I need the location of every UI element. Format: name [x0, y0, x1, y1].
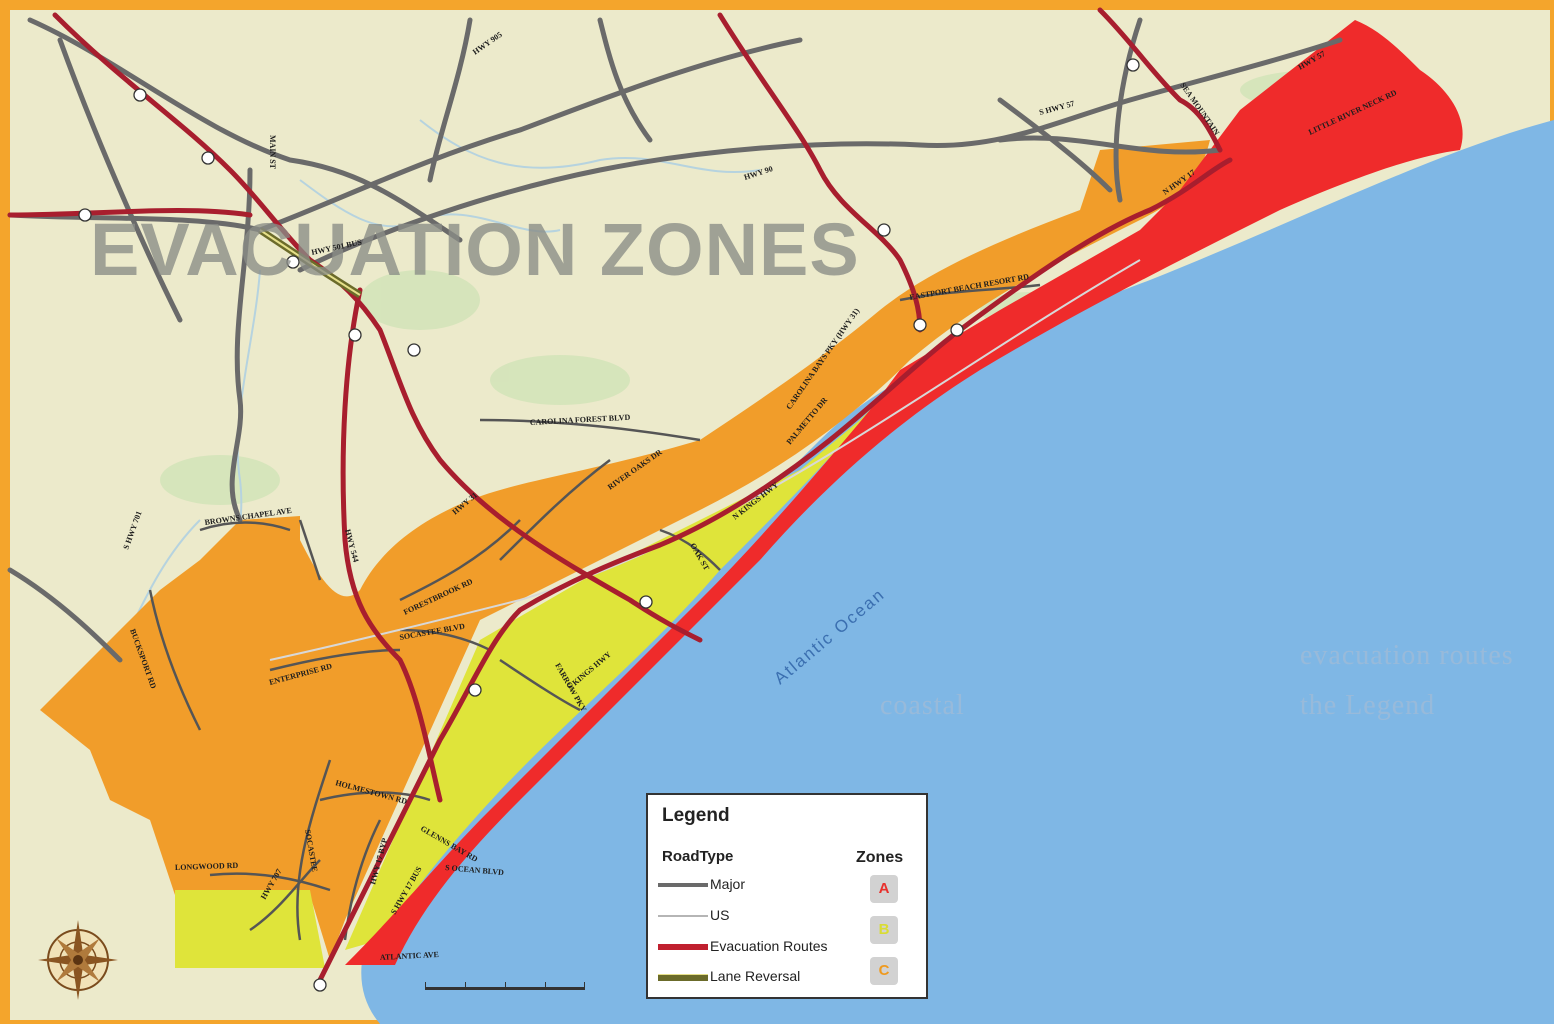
legend-zone-c: C: [870, 957, 898, 985]
road-label: MAIN ST: [268, 135, 277, 170]
lane-reversal-route: [258, 227, 362, 298]
evacuation-routes: [7, 7, 1233, 983]
legend-roadtype-heading: RoadType: [662, 848, 734, 865]
major-roads: [7, 17, 1343, 663]
legend-zones-heading: Zones: [856, 849, 904, 866]
ghost-text: evacuation routes: [1300, 640, 1514, 671]
compass-rose-icon: [38, 920, 118, 1000]
scale-bar: [425, 982, 585, 990]
legend-item-label: Evacuation Routes: [710, 938, 828, 954]
map-legend: Legend RoadType Zones Major US Evacuatio…: [646, 793, 928, 999]
legend-zone-b: B: [870, 916, 898, 944]
zone-b-area-coastal: [345, 400, 880, 950]
legend-title: Legend: [662, 805, 730, 826]
legend-item-label: Lane Reversal: [710, 968, 801, 984]
road-label: ATLANTIC AVE: [380, 950, 439, 962]
zone-a-area: [345, 20, 1463, 965]
legend-item-label: Major: [710, 876, 746, 892]
ghost-text: coastal: [880, 690, 965, 721]
legend-zone-a: A: [870, 875, 898, 903]
route-shields: [78, 58, 1140, 992]
zone-c-area: [40, 140, 1210, 960]
legend-item-label: US: [710, 907, 730, 923]
road-label: LONGWOOD RD: [175, 861, 239, 872]
map-title: EVACUATION ZONES: [90, 208, 860, 291]
ghost-text: the Legend: [1300, 690, 1436, 721]
